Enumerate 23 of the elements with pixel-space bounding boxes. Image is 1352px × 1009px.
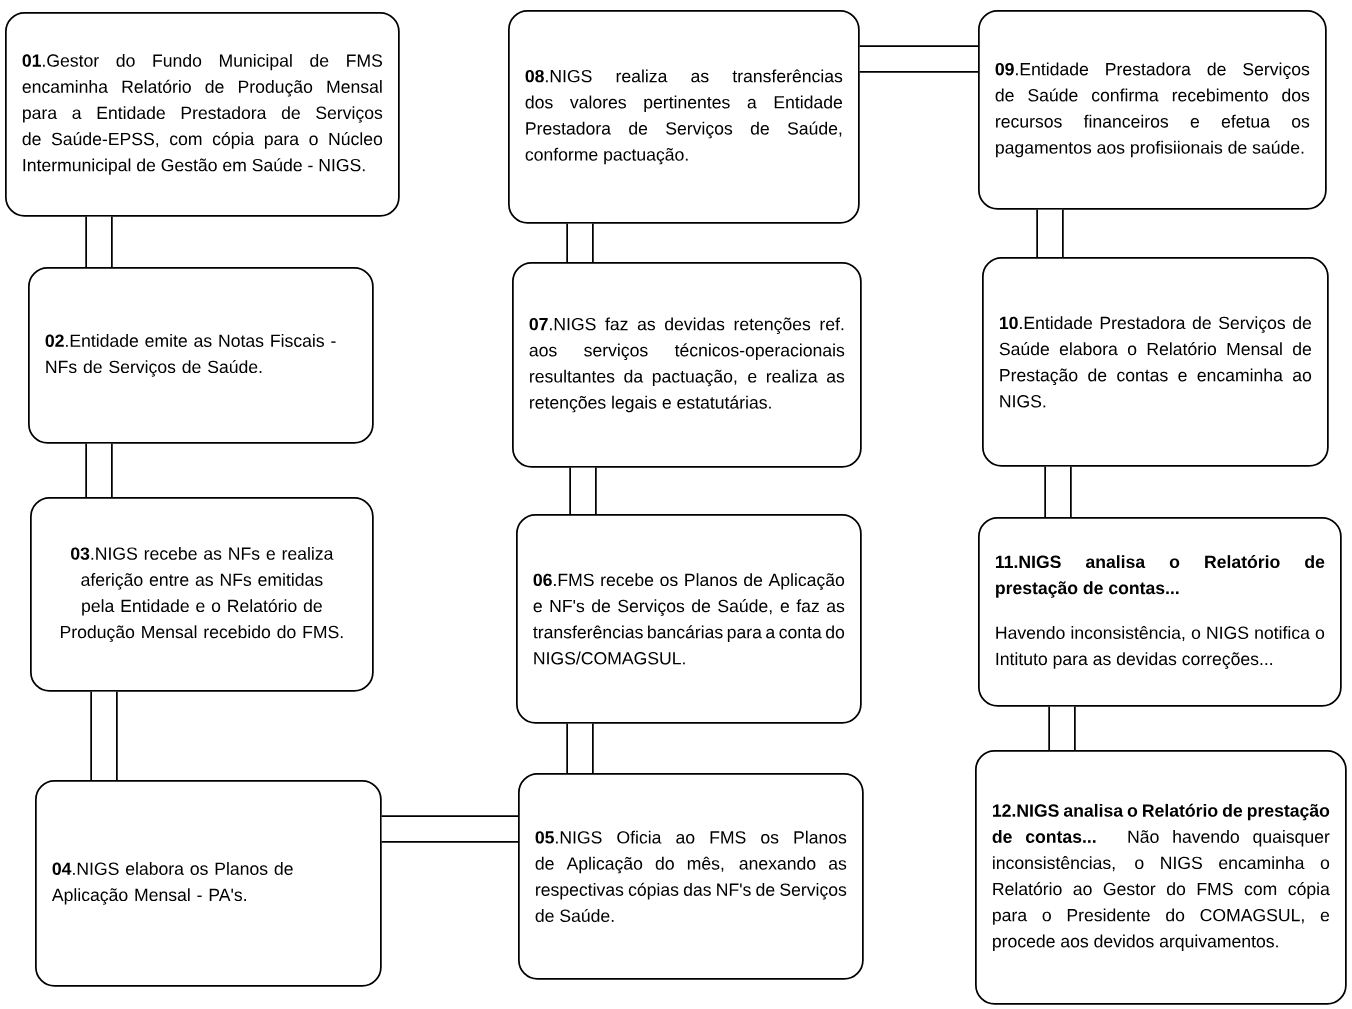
process-box: 12.NIGS analisa o Relatório de prestação de contas... Não havendo quaisquer inconsistências, o NIGS encaminha o Relatório ao Gestor do FMS com cópia para o Presidente do COMAGSUL, e procede aos devidos arquivamentos. <box>975 750 1347 1005</box>
process-box: 02.Entidade emite as Notas Fiscais - NFs de Serviços de Saúde. <box>28 267 374 444</box>
process-box: 01.Gestor do Fundo Municipal de FMS encaminha Relatório de Produção Mensal para a Entidade Prestadora de Serviços de Saúde-EPSS, com cópia para o Núcleo Intermunicipal de Gestão em Saúde - NIGS. <box>5 12 400 217</box>
connector <box>1036 209 1064 257</box>
connector <box>1048 706 1076 750</box>
connector <box>85 216 113 267</box>
process-box: 03.NIGS recebe as NFs e realiza aferição entre as NFs emitidas pela Entidade e o Relatório de Produção Mensal recebido do FMS. <box>30 497 374 692</box>
connector <box>566 223 594 262</box>
connector <box>859 45 978 73</box>
connector <box>566 723 594 773</box>
process-box: 11.NIGS analisa o Relatório de prestação de contas... Havendo inconsistência, o NIGS notifica o Intituto para as devidas correções... <box>978 517 1342 707</box>
connector <box>381 815 518 843</box>
connector <box>90 691 118 780</box>
process-box: 10.Entidade Prestadora de Serviços de Saúde elabora o Relatório Mensal de Prestação de contas e encaminha ao NIGS. <box>982 257 1329 467</box>
process-box: 08.NIGS realiza as transferências dos valores pertinentes a Entidade Prestadora de Serviços de Saúde, conforme pactuação. <box>508 10 860 224</box>
process-box: 04.NIGS elabora os Planos de Aplicação Mensal - PA's. <box>35 780 382 987</box>
process-box: 06.FMS recebe os Planos de Aplicação e NF's de Serviços de Saúde, e faz as transferências bancárias para a conta do NIGS/COMAGSUL. <box>516 514 862 724</box>
connector <box>569 467 597 514</box>
process-box: 05.NIGS Oficia ao FMS os Planos de Aplicação do mês, anexando as respectivas cópias das NF's de Serviços de Saúde. <box>518 773 864 980</box>
connector <box>85 443 113 497</box>
connector <box>1044 466 1072 517</box>
process-box: 07.NIGS faz as devidas retenções ref. aos serviços técnicos-operacionais resultantes da pactuação, e realiza as retenções legais e estatutárias. <box>512 262 862 468</box>
process-box: 09.Entidade Prestadora de Serviços de Saúde confirma recebimento dos recursos financeiros e efetua os pagamentos aos profisiionais de saúde. <box>978 10 1327 210</box>
